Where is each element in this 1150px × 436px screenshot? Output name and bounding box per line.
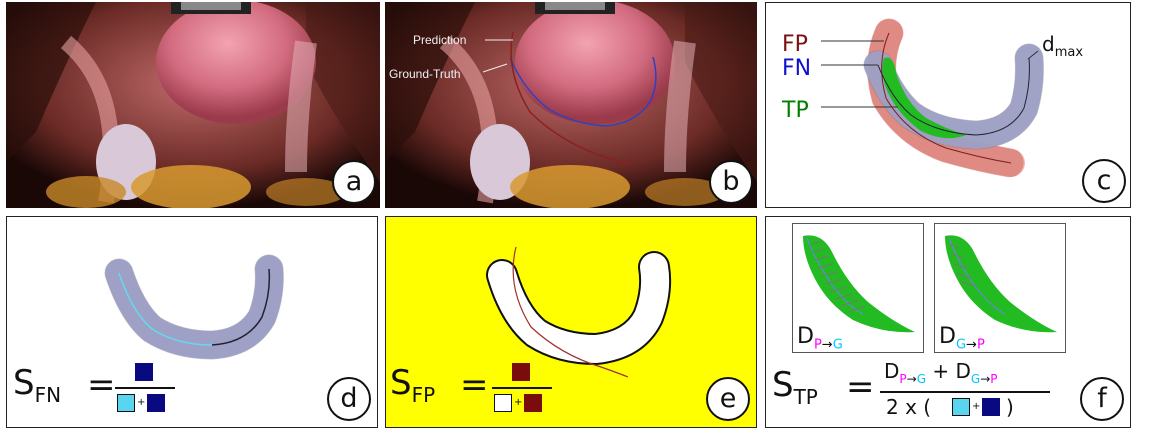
panel-label-a: a: [332, 160, 376, 204]
fn-label: FN: [782, 56, 811, 81]
stp-denom-plus: +: [972, 401, 980, 412]
panel-c-diagram: FP FN TP dmax c: [765, 2, 1131, 208]
fp-diagram: [386, 217, 757, 428]
surgical-image-b: Prediction Ground-Truth: [385, 2, 757, 208]
stp-denom-blue: [982, 398, 1000, 416]
panel-f-stp: DP→G DG→P STP = DP→G + DG→P 2 x ( + ) f: [765, 216, 1131, 428]
sfn-denom-plus: +: [137, 397, 145, 408]
panel-label-f: f: [1080, 377, 1124, 421]
overlap-diagram: FP FN TP dmax: [766, 3, 1131, 208]
panel-label-d: d: [327, 377, 371, 421]
dmax-label: dmax: [1042, 32, 1083, 60]
panel-e-sfp: SFP = + e: [385, 216, 757, 428]
sfp-denom-red: [524, 394, 542, 412]
stp-equation: STP: [772, 365, 818, 409]
stp-numerator: DP→G + DG→P: [884, 359, 998, 386]
panel-b-photo: Prediction Ground-Truth b: [385, 2, 757, 208]
prediction-label: Prediction: [413, 33, 466, 47]
badge-text: d: [329, 383, 369, 414]
sfp-equals: =: [460, 365, 489, 405]
stp-denom-suffix: ): [1006, 395, 1014, 419]
panel-a-photo: a: [6, 2, 380, 208]
stp-fraction-bar: [880, 391, 1050, 393]
badge-text: a: [334, 166, 374, 197]
label-d-p-to-g: DP→G: [797, 324, 843, 352]
panel-d-sfn: SFN = + d: [6, 216, 378, 428]
sfn-numerator-square: [135, 363, 153, 381]
sfp-fraction-bar: [492, 387, 552, 389]
groundtruth-label: Ground-Truth: [389, 67, 461, 81]
sfn-denom-blue: [147, 394, 165, 412]
sfp-numerator-square: [512, 363, 530, 381]
badge-text: c: [1084, 165, 1124, 196]
stp-symbol: STP: [772, 365, 818, 405]
fn-diagram: [7, 217, 378, 428]
panel-label-c: c: [1082, 159, 1126, 203]
badge-text: f: [1082, 383, 1122, 414]
sfp-equation: SFP: [390, 363, 435, 407]
stp-equals: =: [846, 367, 875, 407]
stp-denom-prefix: 2 x (: [886, 395, 931, 419]
subpanel-d-p-to-g: DP→G: [792, 223, 924, 353]
surgical-image-a: [6, 2, 380, 208]
sfp-symbol: SFP: [390, 363, 435, 403]
sfn-equation: SFN: [13, 363, 61, 407]
sfp-denom-white: [494, 394, 512, 412]
sfn-denom-cyan: [117, 394, 135, 412]
subpanel-d-g-to-p: DG→P: [934, 223, 1066, 353]
sfn-equals: =: [87, 365, 116, 405]
badge-text: b: [711, 166, 751, 197]
tp-label: TP: [781, 98, 809, 123]
sfp-denom-plus: +: [514, 397, 522, 408]
sfn-symbol: SFN: [13, 363, 61, 403]
label-d-g-to-p: DG→P: [939, 324, 985, 352]
badge-text: e: [708, 383, 748, 414]
panel-label-e: e: [706, 377, 750, 421]
stp-denom-cyan: [952, 398, 970, 416]
sfn-fraction-bar: [115, 387, 175, 389]
fp-label: FP: [782, 32, 808, 57]
panel-label-b: b: [709, 160, 753, 204]
